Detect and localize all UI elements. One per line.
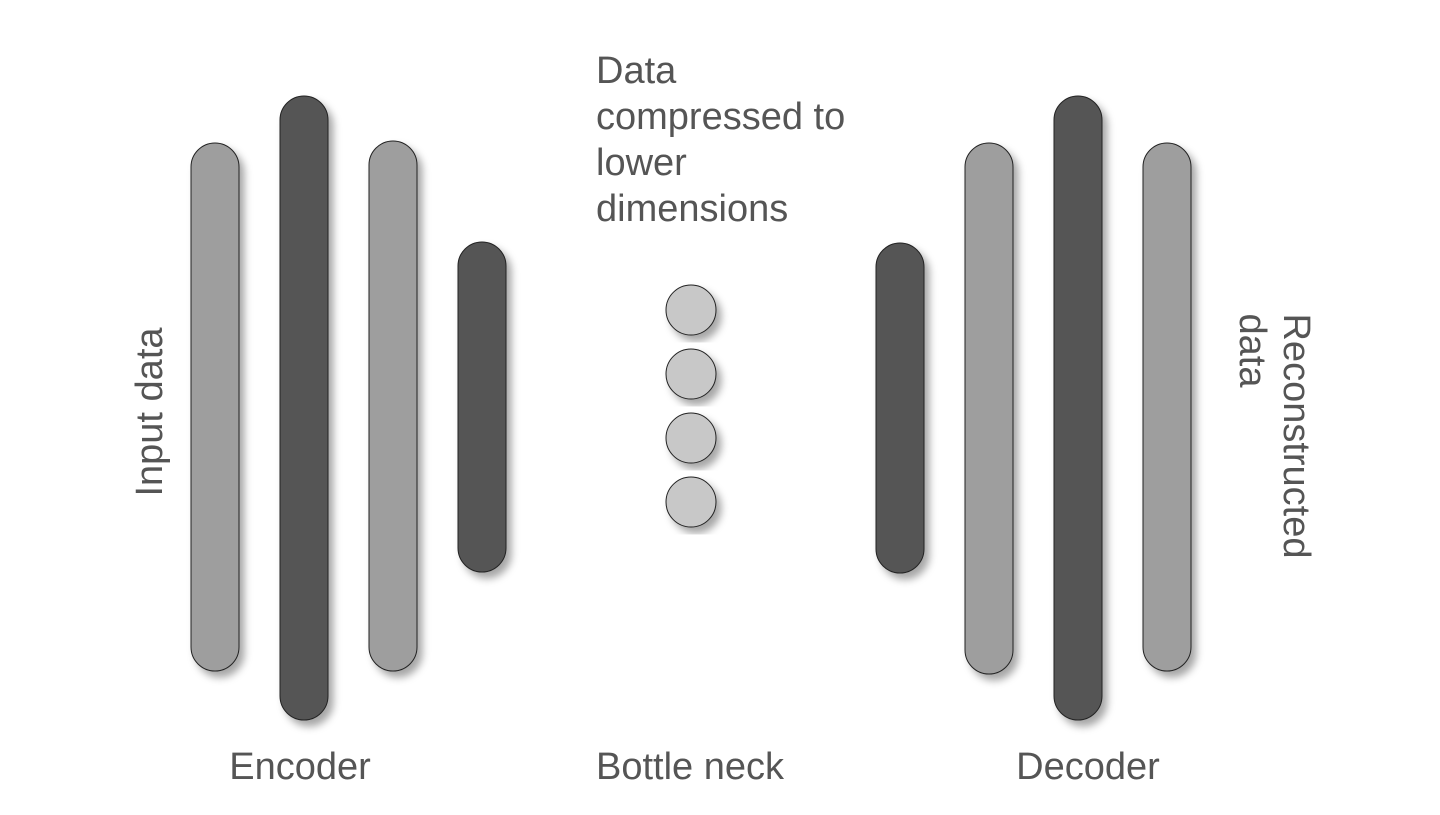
bottleneck-node-1 [665,284,717,336]
encoder-label: Encoder [229,746,371,788]
encoder-layer-2 [279,95,329,721]
input-data-label: Input data [129,327,171,497]
reconstructed-data-label-line-2: data [1231,313,1273,388]
encoder-layer-1 [190,142,240,672]
encoder-layer-4 [457,241,507,573]
annotation-line-1: Data [596,50,677,92]
bottleneck-annotation: Data compressed to lower dimensions [596,48,896,232]
annotation-line-3: lower [596,142,687,184]
bottleneck-node-4 [665,476,717,528]
decoder-layer-1 [875,242,925,574]
decoder-layer-3 [1053,95,1103,721]
encoder-layer-3 [368,140,418,672]
decoder-group [875,95,1192,721]
encoder-group [190,95,507,721]
bottleneck-node-3 [665,412,717,464]
bottleneck-node-2 [665,348,717,400]
decoder-layer-4 [1142,142,1192,672]
bottleneck-group [665,284,717,528]
reconstructed-data-label: Reconstructed data [1230,313,1318,558]
decoder-layer-2 [964,142,1014,675]
decoder-label: Decoder [1016,746,1160,788]
annotation-line-2: compressed to [596,96,846,138]
annotation-line-4: dimensions [596,188,789,230]
reconstructed-data-label-line-1: Reconstructed [1275,313,1317,559]
bottleneck-label: Bottle neck [596,746,784,788]
